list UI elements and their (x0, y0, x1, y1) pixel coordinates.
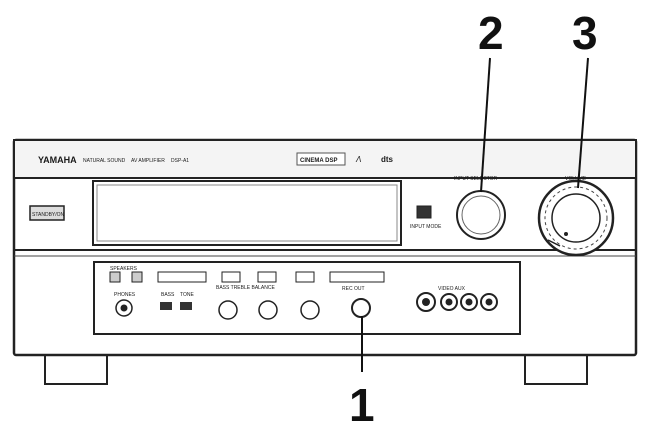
mode-logo: Λ (355, 155, 361, 164)
balance-knob[interactable] (300, 300, 320, 320)
rec-out-selector[interactable] (351, 298, 371, 318)
callout-3-leader (577, 57, 589, 189)
callout-1: 1 (349, 379, 375, 431)
right-foot (524, 351, 588, 385)
button-group-3[interactable] (257, 271, 277, 283)
rec-out-label: REC OUT (342, 286, 365, 292)
input-mode-label: INPUT MODE (410, 224, 442, 230)
cinema-dsp-logo: CINEMA DSP (300, 158, 337, 164)
input-selector-knob[interactable] (456, 190, 506, 240)
standby-label: STANDBY/ON (32, 212, 65, 218)
callout-2: 2 (478, 7, 504, 59)
button-group-1[interactable] (157, 271, 207, 283)
button-group-4[interactable] (295, 271, 315, 283)
standby-button[interactable] (29, 205, 65, 221)
volume-label: VOLUME (565, 176, 587, 182)
tone-controls-label: BASS TREBLE BALANCE (216, 285, 275, 291)
input-selector-label: INPUT SELECTOR (454, 176, 498, 182)
volume-knob[interactable] (537, 179, 615, 257)
button-group-2[interactable] (221, 271, 241, 283)
model-number: DSP-A1 (171, 158, 189, 164)
treble-knob[interactable] (258, 300, 278, 320)
display-window (92, 180, 402, 246)
tone-label: TONE (180, 292, 194, 298)
tone-button[interactable] (180, 302, 192, 310)
dts-logo: dts (381, 155, 394, 164)
speakers-a-button[interactable] (109, 271, 121, 283)
bass-knob[interactable] (218, 300, 238, 320)
left-foot (44, 351, 108, 385)
callout-3: 3 (572, 7, 598, 59)
bass-ext-button[interactable] (160, 302, 172, 310)
bass-ext-label: BASS (161, 292, 175, 298)
callout-2-leader (480, 57, 491, 193)
input-mode-button[interactable] (416, 205, 432, 219)
model-description: NATURAL SOUND (83, 158, 126, 164)
video-aux-label: VIDEO AUX (438, 286, 466, 292)
speakers-label: SPEAKERS (110, 266, 138, 272)
phones-label: PHONES (114, 292, 136, 298)
speakers-b-button[interactable] (131, 271, 143, 283)
brand-logo: YAMAHA (38, 155, 77, 165)
model-subtitle: AV AMPLIFIER (131, 158, 165, 164)
button-group-5[interactable] (329, 271, 385, 283)
